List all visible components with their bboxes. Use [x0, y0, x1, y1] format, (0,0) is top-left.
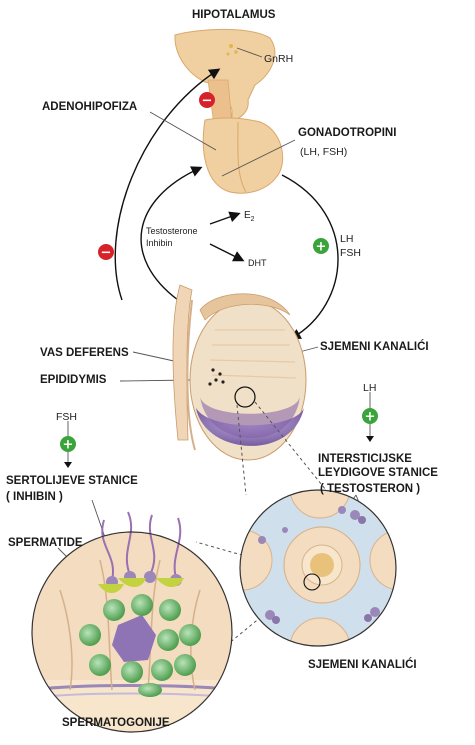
label-sertolijeve-1: SERTOLIJEVE STANICE [6, 475, 138, 487]
label-intersticijske-1: INTERSTICIJSKE [318, 453, 412, 465]
label-gnrh: GnRH [264, 53, 293, 65]
label-e2-sub: 2 [251, 216, 255, 223]
stimulate-sign-lh: + [362, 408, 378, 425]
svg-text:−: − [101, 246, 112, 261]
arrow-gonadotropins-to-testis [282, 175, 338, 338]
arrow-to-e2 [210, 214, 238, 224]
inhibit-sign-pituitary: − [98, 244, 114, 261]
label-sjemeni-kanalici-bottom: SJEMENI KANALIĆI [308, 658, 417, 671]
stimulate-sign-gonadotropins: + [313, 238, 329, 255]
label-lh-right: LH [363, 382, 376, 394]
label-gonadotropini-sub: (LH, FSH) [300, 146, 347, 158]
arrow-to-dht [210, 244, 242, 260]
label-intersticijske-2: LEYDIGOVE STANICE [318, 467, 438, 479]
stimulate-sign-fsh: + [60, 436, 76, 453]
label-fsh-left: FSH [56, 411, 77, 423]
label-inhibin: Inhibin [146, 238, 173, 248]
svg-text:+: + [365, 410, 376, 425]
label-spermatide: SPERMATIDE [8, 537, 83, 549]
label-lh: LH [340, 233, 353, 245]
label-gonadotropini: GONADOTROPINI [298, 127, 396, 139]
svg-text:+: + [316, 240, 327, 255]
testis [173, 285, 306, 460]
label-fsh: FSH [340, 247, 361, 259]
label-epididymis: EPIDIDYMIS [40, 374, 107, 386]
svg-text:−: − [202, 94, 213, 109]
label-sertolijeve-2: ( INHIBIN ) [6, 491, 63, 503]
svg-text:+: + [63, 438, 74, 453]
label-intersticijske-3: ( TESTOSTERON ) [320, 483, 420, 495]
label-sjemeni-kanalici-top: SJEMENI KANALIĆI [320, 340, 429, 353]
label-testosterone: Testosterone [146, 226, 198, 236]
label-e2: E2 [244, 210, 255, 223]
label-vas-deferens: VAS DEFERENS [40, 347, 129, 359]
label-dht: DHT [248, 258, 267, 268]
label-spermatogonije: SPERMATOGONIJE [62, 717, 170, 729]
label-adenohipofiza: ADENOHIPOFIZA [42, 101, 137, 113]
label-hipotalamus: HIPOTALAMUS [192, 9, 276, 21]
